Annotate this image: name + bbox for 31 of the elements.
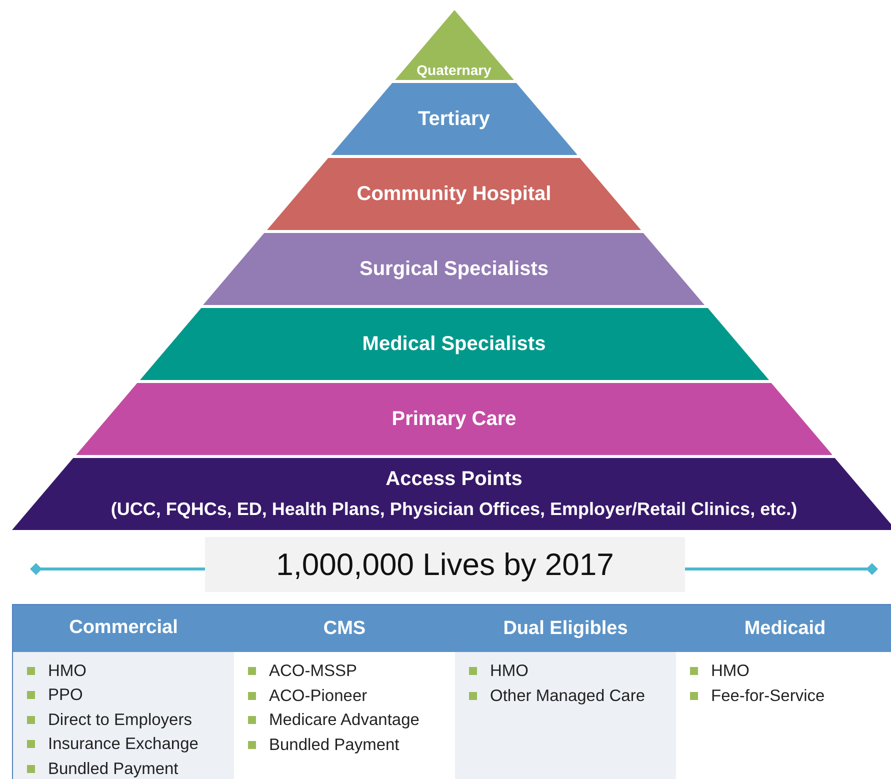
bullet-item: PPO bbox=[27, 683, 234, 708]
bullet-item: HMO bbox=[469, 659, 676, 684]
payer-column bbox=[13, 605, 234, 779]
tier-label: Medical Specialists bbox=[362, 332, 546, 356]
column-title: Commercial bbox=[69, 617, 178, 640]
banner-box bbox=[205, 537, 685, 592]
bullet-item: Bundled Payment bbox=[27, 756, 234, 779]
banner-text: 1,000,000 Lives by 2017 bbox=[276, 546, 614, 582]
bullet-item: Other Managed Care bbox=[469, 684, 676, 708]
column-title: Dual Eligibles bbox=[503, 618, 628, 640]
bullet-item: Direct to Employers bbox=[27, 708, 234, 732]
bullet-item: Fee-for-Service bbox=[690, 684, 891, 708]
tier-label: Surgical Specialists bbox=[360, 256, 548, 282]
tier-label: Community Hospital bbox=[356, 182, 552, 206]
bullet-item: Bundled Payment bbox=[248, 732, 455, 757]
column-title: Medicaid bbox=[744, 618, 826, 640]
connector-line bbox=[30, 563, 205, 575]
bullet-item: ACO-Pioneer bbox=[248, 684, 455, 708]
tier-label: Access Points bbox=[386, 467, 522, 492]
column-title: CMS bbox=[323, 618, 366, 640]
tier-label: Tertiary bbox=[418, 106, 490, 132]
bullet-item: ACO-MSSP bbox=[248, 659, 455, 684]
tier-description: (UCC, FQHCs, ED, Health Plans, Physician Offices, Employer/Retail Clinics, etc.) bbox=[110, 498, 798, 521]
payer-column bbox=[455, 605, 676, 779]
bullet-item: HMO bbox=[690, 659, 891, 684]
bullet-item: Medicare Advantage bbox=[248, 708, 455, 732]
bullet-item: Insurance Exchange bbox=[27, 732, 234, 756]
tier-label: Quaternary bbox=[416, 62, 492, 79]
bullet-item: HMO bbox=[27, 658, 234, 683]
connector-line bbox=[685, 563, 878, 575]
tier-label: Primary Care bbox=[392, 406, 516, 432]
